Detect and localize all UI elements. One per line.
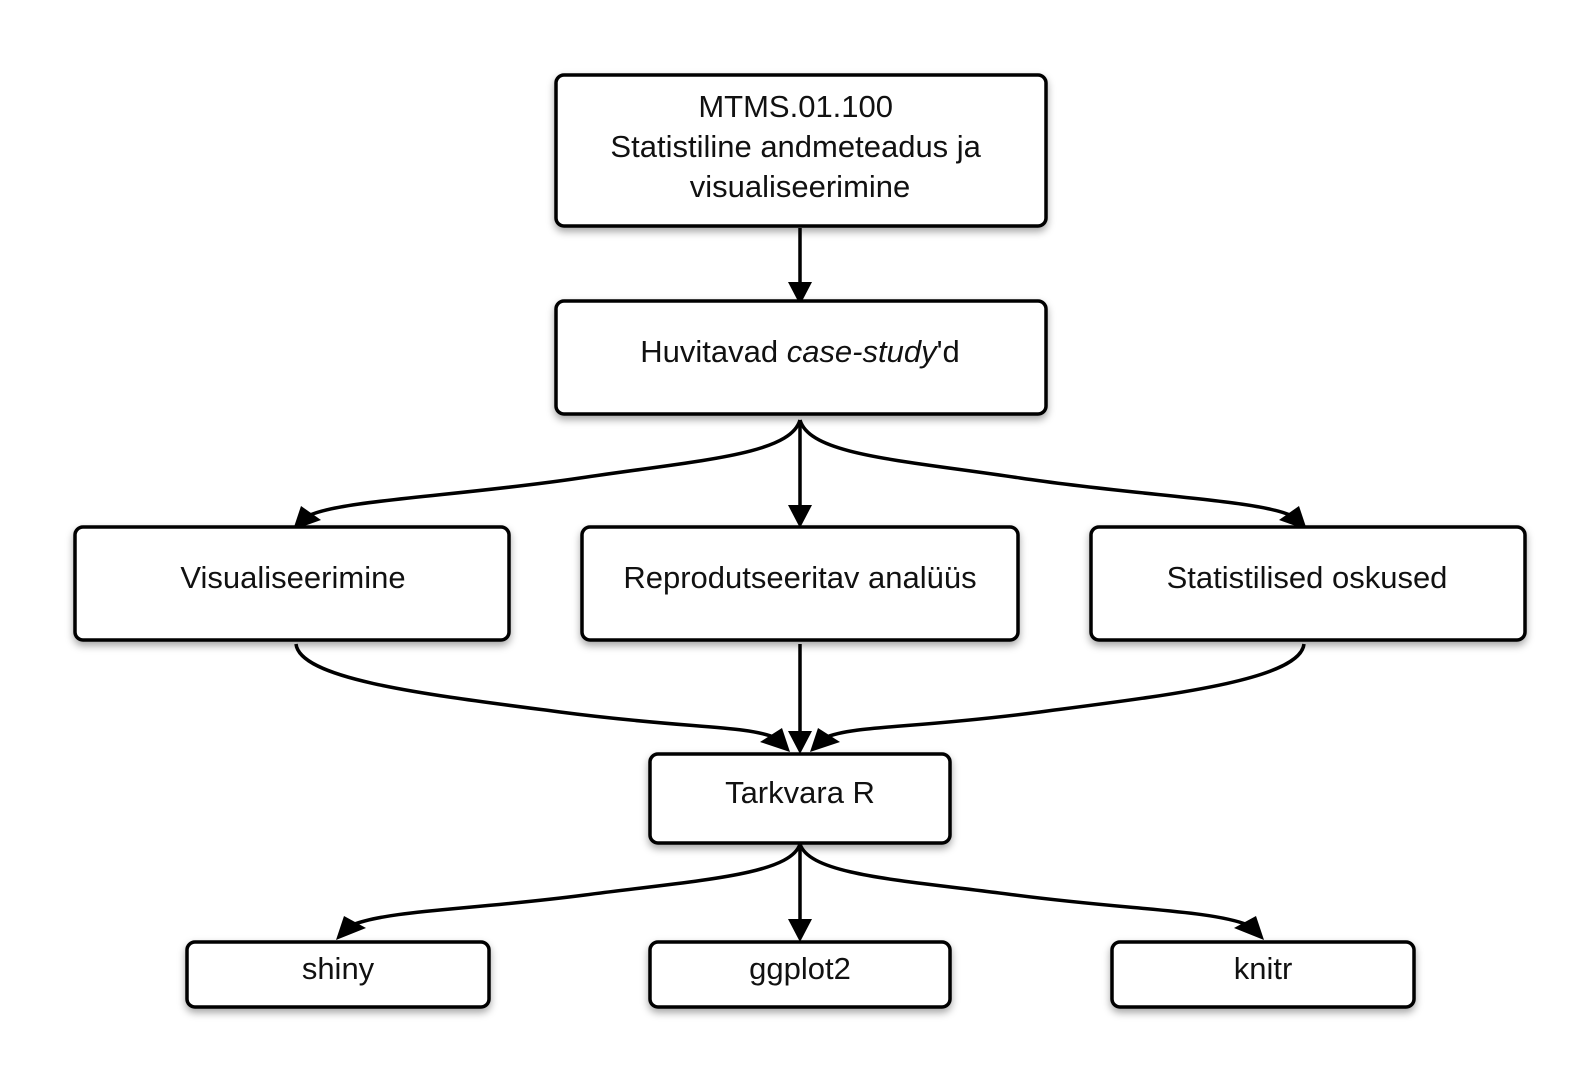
r-software-label: Tarkvara R [725,775,875,810]
node-r-software [648,752,952,845]
ggplot2-label: ggplot2 [749,951,851,986]
arrowhead [1234,916,1264,940]
shiny-label: shiny [302,951,375,986]
node-shiny [185,940,491,1009]
arrowhead [293,506,321,530]
knitr-label: knitr [1234,951,1293,986]
arrowhead [788,731,812,754]
edge-r-to-knitr [798,843,1249,927]
edge-visualization-to-r [294,643,777,740]
edges [293,228,1307,942]
arrowhead [788,919,812,942]
arrowhead [336,916,366,940]
arrowhead [1279,506,1307,530]
node-case-studies [554,299,1048,416]
case-studies-label: Huvitavad case-study'd [640,334,960,369]
node-ggplot2 [648,940,952,1009]
arrowhead [788,282,812,305]
edge-case-studies-to-statistical [798,419,1293,518]
statistical-label: Statistilised oskused [1167,560,1448,595]
edge-statistical-to-r [823,643,1306,740]
course-name-line1: Statistiline andmeteadus ja [610,129,981,164]
edge-case-studies-to-visualization [307,419,802,518]
visualization-label: Visualiseerimine [180,560,405,595]
course-name-line2: visualiseerimine [690,169,911,204]
arrowhead [760,728,790,752]
course-code: MTMS.01.100 [698,89,893,124]
node-reproducible [580,525,1020,642]
reproducible-label: Reprodutseeritav analüüs [623,560,976,595]
node-statistical [1089,525,1527,642]
node-knitr [1110,940,1416,1009]
node-visualization [73,525,511,642]
arrowhead [810,728,840,752]
edge-r-to-shiny [351,843,802,927]
arrowhead [788,505,812,528]
node-course [554,73,1048,228]
course-title: MTMS.01.100 Statistiline andmeteadus ja … [610,89,989,204]
